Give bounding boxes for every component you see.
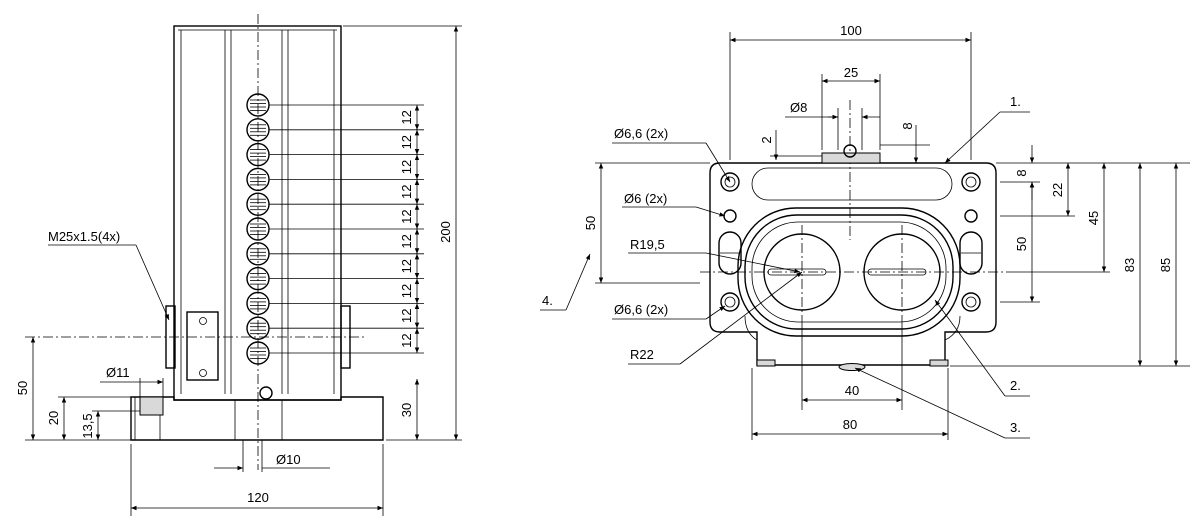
callout-4: 4. — [542, 293, 553, 308]
dim-20: 20 — [46, 411, 61, 425]
dim-2: 2 — [759, 136, 774, 143]
dia66-top-label: Ø6,6 (2x) — [614, 126, 668, 141]
dim-25: 25 — [844, 65, 858, 80]
pitch-dim-label: 12 — [399, 110, 414, 124]
dim-22: 22 — [1050, 183, 1065, 197]
dim-83: 83 — [1122, 258, 1137, 272]
callout-1: 1. — [1010, 94, 1021, 109]
dia66-bottom-label: Ø6,6 (2x) — [614, 302, 668, 317]
right-front-view: 100 25 Ø8 8 2 80 40 50 — [540, 23, 1190, 440]
pitch-dim-label: 12 — [399, 259, 414, 273]
dim-13-5: 13,5 — [80, 413, 95, 438]
thread-label: M25x1.5(4x) — [48, 229, 120, 244]
dim-8-top: 8 — [900, 122, 915, 129]
r22-label: R22 — [630, 347, 654, 362]
dim-50-right: 50 — [1014, 237, 1029, 251]
dim-40: 40 — [845, 383, 859, 398]
pitch-dim-label: 12 — [399, 160, 414, 174]
pitch-dim-label: 12 — [399, 333, 414, 347]
dim-120: 120 — [247, 490, 269, 505]
dim-30: 30 — [399, 403, 414, 417]
dia10-label: Ø10 — [276, 452, 301, 467]
dim-200: 200 — [438, 221, 453, 243]
small-hole — [259, 386, 273, 400]
dia11-label: Ø11 — [106, 365, 130, 380]
dia8-label: Ø8 — [790, 100, 807, 115]
dim-50-right-left: 50 — [583, 216, 598, 230]
top-fitting — [821, 152, 881, 164]
hole-row — [246, 93, 270, 365]
dim-100: 100 — [840, 23, 862, 38]
callout-2: 2. — [1010, 378, 1021, 393]
dia6-label: Ø6 (2x) — [624, 191, 667, 206]
corner-holes — [720, 172, 981, 312]
left-side-view: 12 12 12 12 12 12 12 12 12 12 200 30 120 50 20 13… — [15, 14, 462, 516]
dim-8-right: 8 — [1014, 169, 1029, 176]
dim-50-left: 50 — [15, 381, 30, 395]
column-body — [173, 25, 342, 401]
dim-45: 45 — [1086, 211, 1101, 225]
pitch-dim-label: 12 — [399, 209, 414, 223]
column-base — [130, 396, 384, 441]
callout-3: 3. — [1010, 420, 1021, 435]
side-slot-right — [959, 231, 983, 275]
top-slot — [751, 167, 953, 201]
pitch-dimensions: 12 12 12 12 12 12 12 12 12 12 — [269, 104, 424, 354]
fitting-nozzle — [843, 144, 857, 158]
pitch-dim-label: 12 — [399, 234, 414, 248]
pitch-dim-label: 12 — [399, 185, 414, 199]
pitch-dim-label: 12 — [399, 135, 414, 149]
base-hole — [139, 396, 164, 416]
pitch-dim-label: 12 — [399, 309, 414, 323]
r195-label: R19,5 — [630, 237, 665, 252]
dim-85: 85 — [1158, 258, 1173, 272]
dim-80: 80 — [843, 417, 857, 432]
pitch-dim-label: 12 — [399, 284, 414, 298]
mounting-plate — [186, 311, 219, 381]
side-slot-left — [718, 231, 742, 275]
